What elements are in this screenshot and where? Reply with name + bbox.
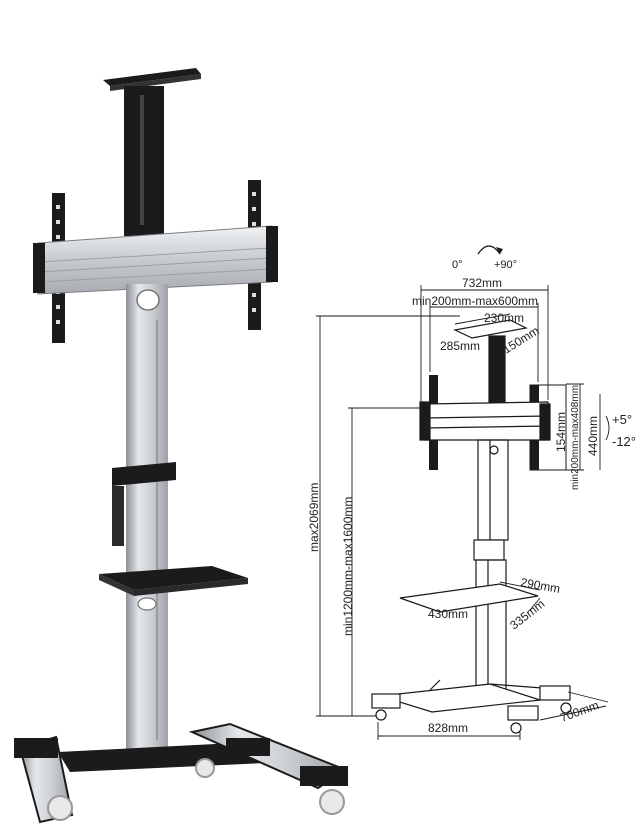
shelf-width-label: 290mm: [519, 575, 561, 596]
top-shelf-depth-label: 285mm: [440, 339, 480, 353]
rotation-arrow-icon: [477, 245, 501, 255]
total-height-label: max2069mm: [307, 483, 321, 552]
bracket-height-outer-label: 440mm: [586, 416, 600, 456]
base-depth-label: 700mm: [558, 698, 600, 725]
glass-shelf: [99, 566, 248, 590]
shelf-side-label: 335mm: [507, 597, 547, 633]
width-overall-label: 732mm: [462, 276, 502, 290]
vesa-width-label: min200mm-max600mm: [412, 294, 538, 308]
base-width-label: 828mm: [428, 721, 468, 735]
shelf-clamp-upper: [112, 462, 176, 486]
top-shelf-width-label: 230mm: [484, 311, 524, 325]
tilt-down-label: -12°: [612, 434, 636, 449]
wheel: [47, 795, 73, 821]
dimension-labels: 0° +90° 732mm min200mm-max600mm 230mm 28…: [307, 259, 636, 735]
top-shelf: [103, 68, 201, 86]
mount-height-label: min1200mm-max1600mm: [341, 497, 355, 636]
bracket-height-label: 154mm: [554, 412, 568, 452]
tilt-left-label: 0°: [452, 259, 463, 271]
cable-hole: [136, 289, 160, 311]
shelf-depth-label: 430mm: [428, 607, 468, 621]
stand-photo: [14, 68, 349, 824]
tilt-up-label: +5°: [612, 412, 632, 427]
wheel: [195, 758, 215, 778]
dimension-drawing: [316, 245, 610, 740]
wheel: [319, 789, 345, 815]
tilt-right-label: +90°: [494, 259, 517, 271]
main-column: [126, 284, 168, 754]
vesa-height-label: min200mm-max408mm: [570, 385, 581, 490]
